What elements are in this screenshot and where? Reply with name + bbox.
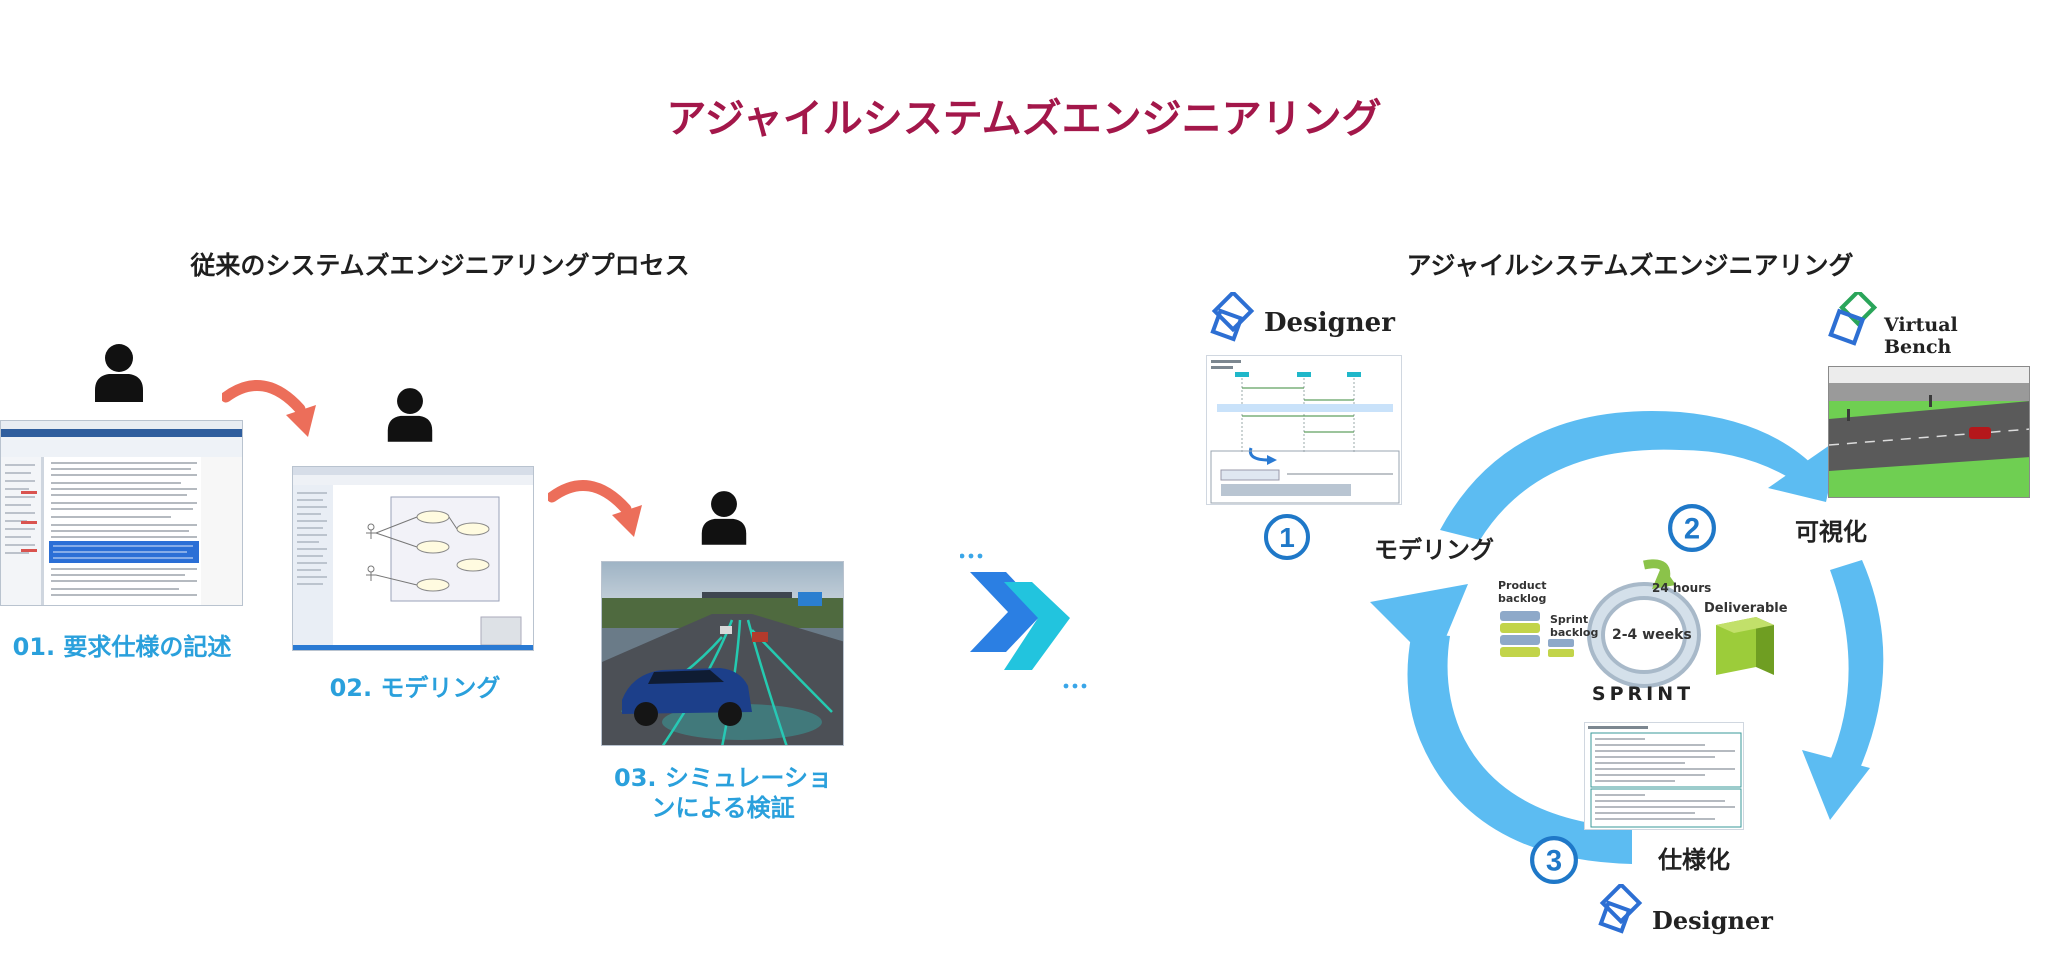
step-number-badge: 1 <box>1264 514 1310 560</box>
sprint-graphic: Product backlog Sprint backlog 24 hours … <box>1494 555 1794 715</box>
sprint-backlog-label: Sprint backlog <box>1550 613 1599 639</box>
transition-chevrons-icon <box>960 553 1087 689</box>
step-label: 03. シミュレーショ ンによる検証 <box>614 764 832 822</box>
deliverable-label: Deliverable <box>1704 601 1788 616</box>
modeling-label: モデリング <box>1374 536 1494 564</box>
svg-text:3: 3 <box>1546 845 1562 877</box>
step-number-badge: 3 <box>1530 836 1578 884</box>
virtual-bench-logo: Virtual Bench <box>1826 288 2026 358</box>
specification-label: 仕様化 <box>1658 846 1730 874</box>
agile-cycle-arrows <box>1370 410 1884 864</box>
designer-logo-icon <box>1598 884 1643 934</box>
svg-text:1: 1 <box>1279 522 1295 553</box>
svg-text:2: 2 <box>1684 513 1700 545</box>
sprint-label: SPRINT <box>1591 683 1695 705</box>
sequence-diagram-screenshot <box>1206 355 1402 505</box>
user-icon <box>387 388 433 442</box>
simulation-screenshot <box>601 561 844 746</box>
hours-label: 24 hours <box>1652 581 1712 595</box>
requirements-diagram-screenshot <box>1584 722 1744 830</box>
requirements-editor-screenshot <box>0 420 243 606</box>
weeks-label: 2-4 weeks <box>1612 627 1692 643</box>
modeling-tool-screenshot <box>292 466 534 651</box>
step-label: 01. 要求仕様の記述 <box>12 633 232 661</box>
virtual-bench-screenshot <box>1828 366 2030 498</box>
step-label: 02. モデリング <box>329 674 501 702</box>
user-icon <box>95 344 143 402</box>
visualization-label: 可視化 <box>1795 518 1867 546</box>
virtual-bench-logo-icon <box>1828 292 1878 346</box>
curved-arrow-icon <box>222 379 316 437</box>
step-number-badge: 2 <box>1668 504 1716 552</box>
traditional-heading: 従来のシステムズエンジニアリングプロセス <box>190 251 690 280</box>
user-icon <box>701 491 747 545</box>
designer-logo: Designer <box>1206 288 1396 348</box>
designer-logo: Designer <box>1594 880 1794 946</box>
designer-logo-icon <box>1210 292 1255 342</box>
page-title: アジャイルシステムズエンジニアリング <box>666 96 1382 142</box>
product-backlog-label: Product backlog <box>1498 579 1547 605</box>
curved-arrow-icon <box>548 479 642 537</box>
agile-heading: アジャイルシステムズエンジニアリング <box>1406 251 1854 280</box>
